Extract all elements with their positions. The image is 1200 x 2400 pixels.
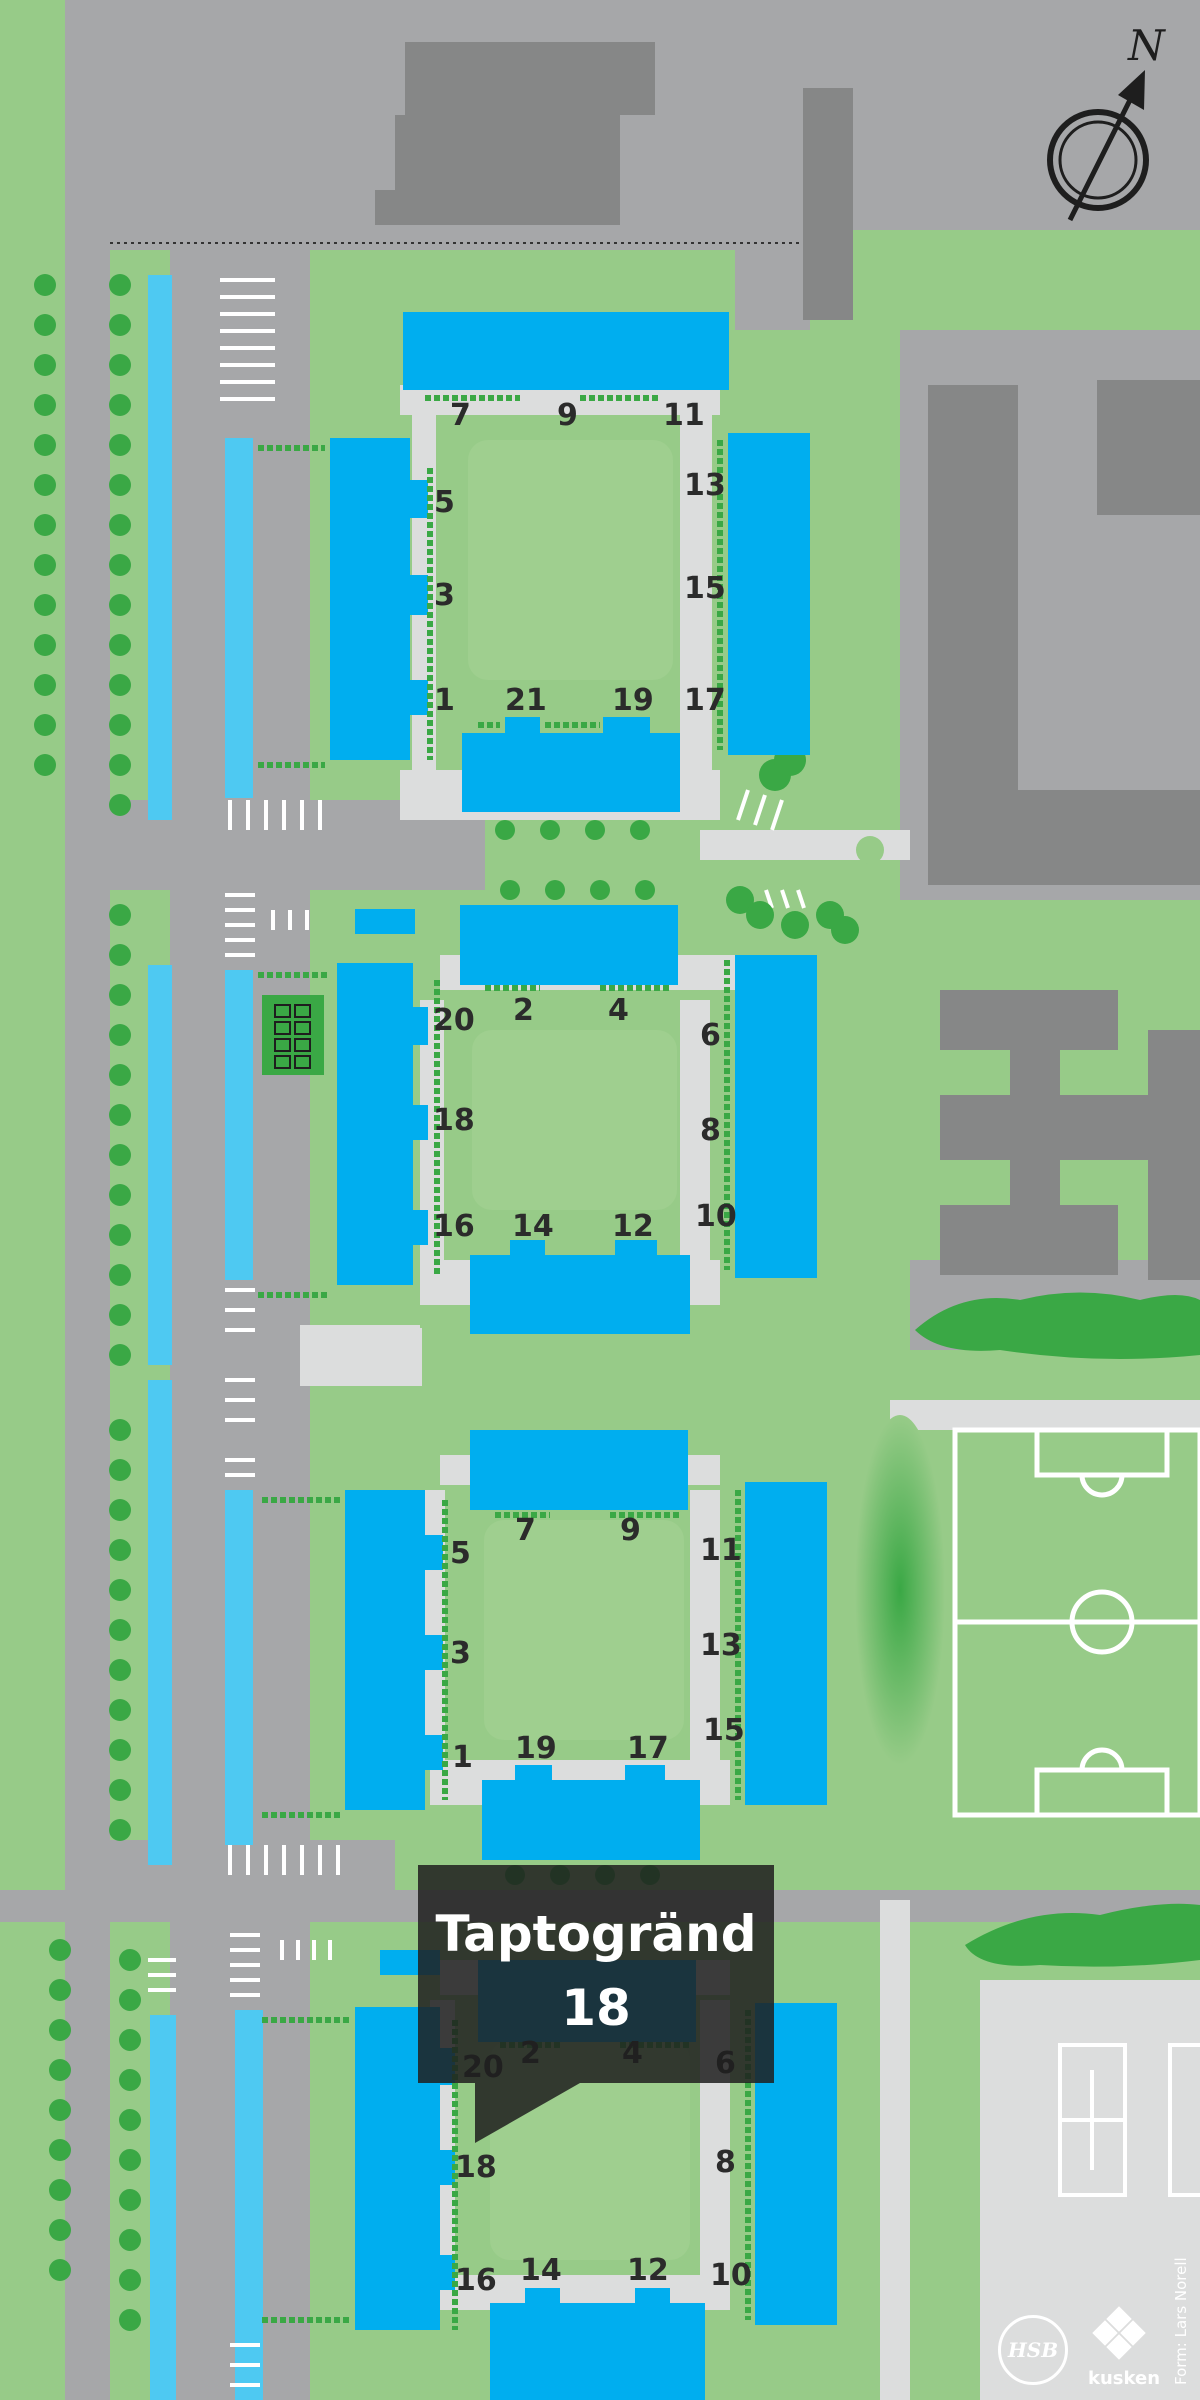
house-number: 10: [695, 1199, 737, 1234]
building: [728, 433, 810, 755]
hedges: [258, 395, 751, 2330]
building: [460, 905, 678, 985]
house-number: 1: [434, 683, 455, 718]
house-number: 7: [515, 1513, 536, 1548]
building: [337, 963, 428, 1285]
callout-number: 18: [561, 1979, 631, 2037]
other-buildings: [375, 42, 1200, 1280]
house-number: 2: [513, 993, 534, 1028]
map-credit: Form: Lars Norell: [1172, 2257, 1190, 2385]
house-number: 17: [684, 683, 726, 718]
block-2-labels: 2 4 6 8 10 12 14 16 18 20: [433, 993, 737, 1244]
hsb-logo: HSB: [998, 2315, 1068, 2385]
house-number: 15: [684, 571, 726, 606]
house-number: 8: [715, 2145, 736, 2180]
house-number: 6: [700, 1018, 721, 1053]
building: [745, 1482, 827, 1805]
building: [355, 909, 415, 934]
building: [490, 2288, 705, 2400]
compass-north-label: N: [1127, 21, 1166, 70]
house-number: 13: [700, 1628, 742, 1663]
building: [470, 1430, 688, 1510]
apartment-buildings: [330, 312, 837, 2400]
house-number: 19: [515, 1731, 557, 1766]
building: [330, 438, 428, 760]
soccer-field: [952, 1427, 1200, 1818]
house-number: 16: [433, 1209, 475, 1244]
building: [345, 1490, 443, 1810]
callout-street: Taptogränd: [435, 1905, 757, 1963]
house-number: 9: [557, 398, 578, 433]
house-number: 18: [455, 2150, 497, 2185]
compass-icon: N: [1047, 21, 1166, 222]
building: [482, 1765, 700, 1860]
callout-pointer: [475, 2083, 580, 2143]
house-number: 12: [627, 2253, 669, 2288]
house-number: 21: [505, 683, 547, 718]
house-number: 7: [450, 398, 471, 433]
allotment: [262, 995, 324, 1075]
house-number: 16: [455, 2263, 497, 2298]
house-number: 5: [450, 1536, 471, 1571]
grass-mound: [855, 1415, 945, 1765]
kusken-logo-text: kusken: [1088, 2368, 1161, 2389]
building: [735, 955, 817, 1278]
sports-court: [300, 1328, 422, 1386]
tennis-courts: [1058, 2043, 1200, 2197]
house-number: 10: [710, 2258, 752, 2293]
courtyards: [468, 440, 690, 2260]
house-number: 3: [450, 1636, 471, 1671]
house-number: 5: [434, 485, 455, 520]
house-number: 18: [433, 1103, 475, 1138]
house-number: 13: [684, 468, 726, 503]
block-3-labels: 7 9 11 13 15 17 19 1 3 5: [450, 1513, 745, 1775]
parking-strips: [148, 275, 263, 2400]
house-number: 11: [700, 1533, 742, 1568]
building: [403, 312, 729, 390]
house-number: 20: [433, 1003, 475, 1038]
house-number: 14: [520, 2253, 562, 2288]
house-number: 11: [663, 398, 705, 433]
house-number: 4: [608, 993, 629, 1028]
house-number: 17: [627, 1731, 669, 1766]
house-number: 14: [512, 1209, 554, 1244]
address-callout: Taptogränd 18: [418, 1865, 774, 2083]
house-number: 9: [620, 1513, 641, 1548]
parking-stripes: [148, 278, 806, 2387]
building: [470, 1240, 690, 1334]
block-1-labels: 7 9 11 13 15 17 19 21 1 3 5: [434, 398, 726, 718]
building: [462, 717, 680, 812]
house-number: 8: [700, 1113, 721, 1148]
house-number: 19: [612, 683, 654, 718]
house-number: 12: [612, 1209, 654, 1244]
house-number: 15: [703, 1713, 745, 1748]
house-number: 3: [434, 578, 455, 613]
house-number: 1: [452, 1740, 473, 1775]
building: [355, 2007, 455, 2330]
trees: [34, 274, 1200, 2331]
